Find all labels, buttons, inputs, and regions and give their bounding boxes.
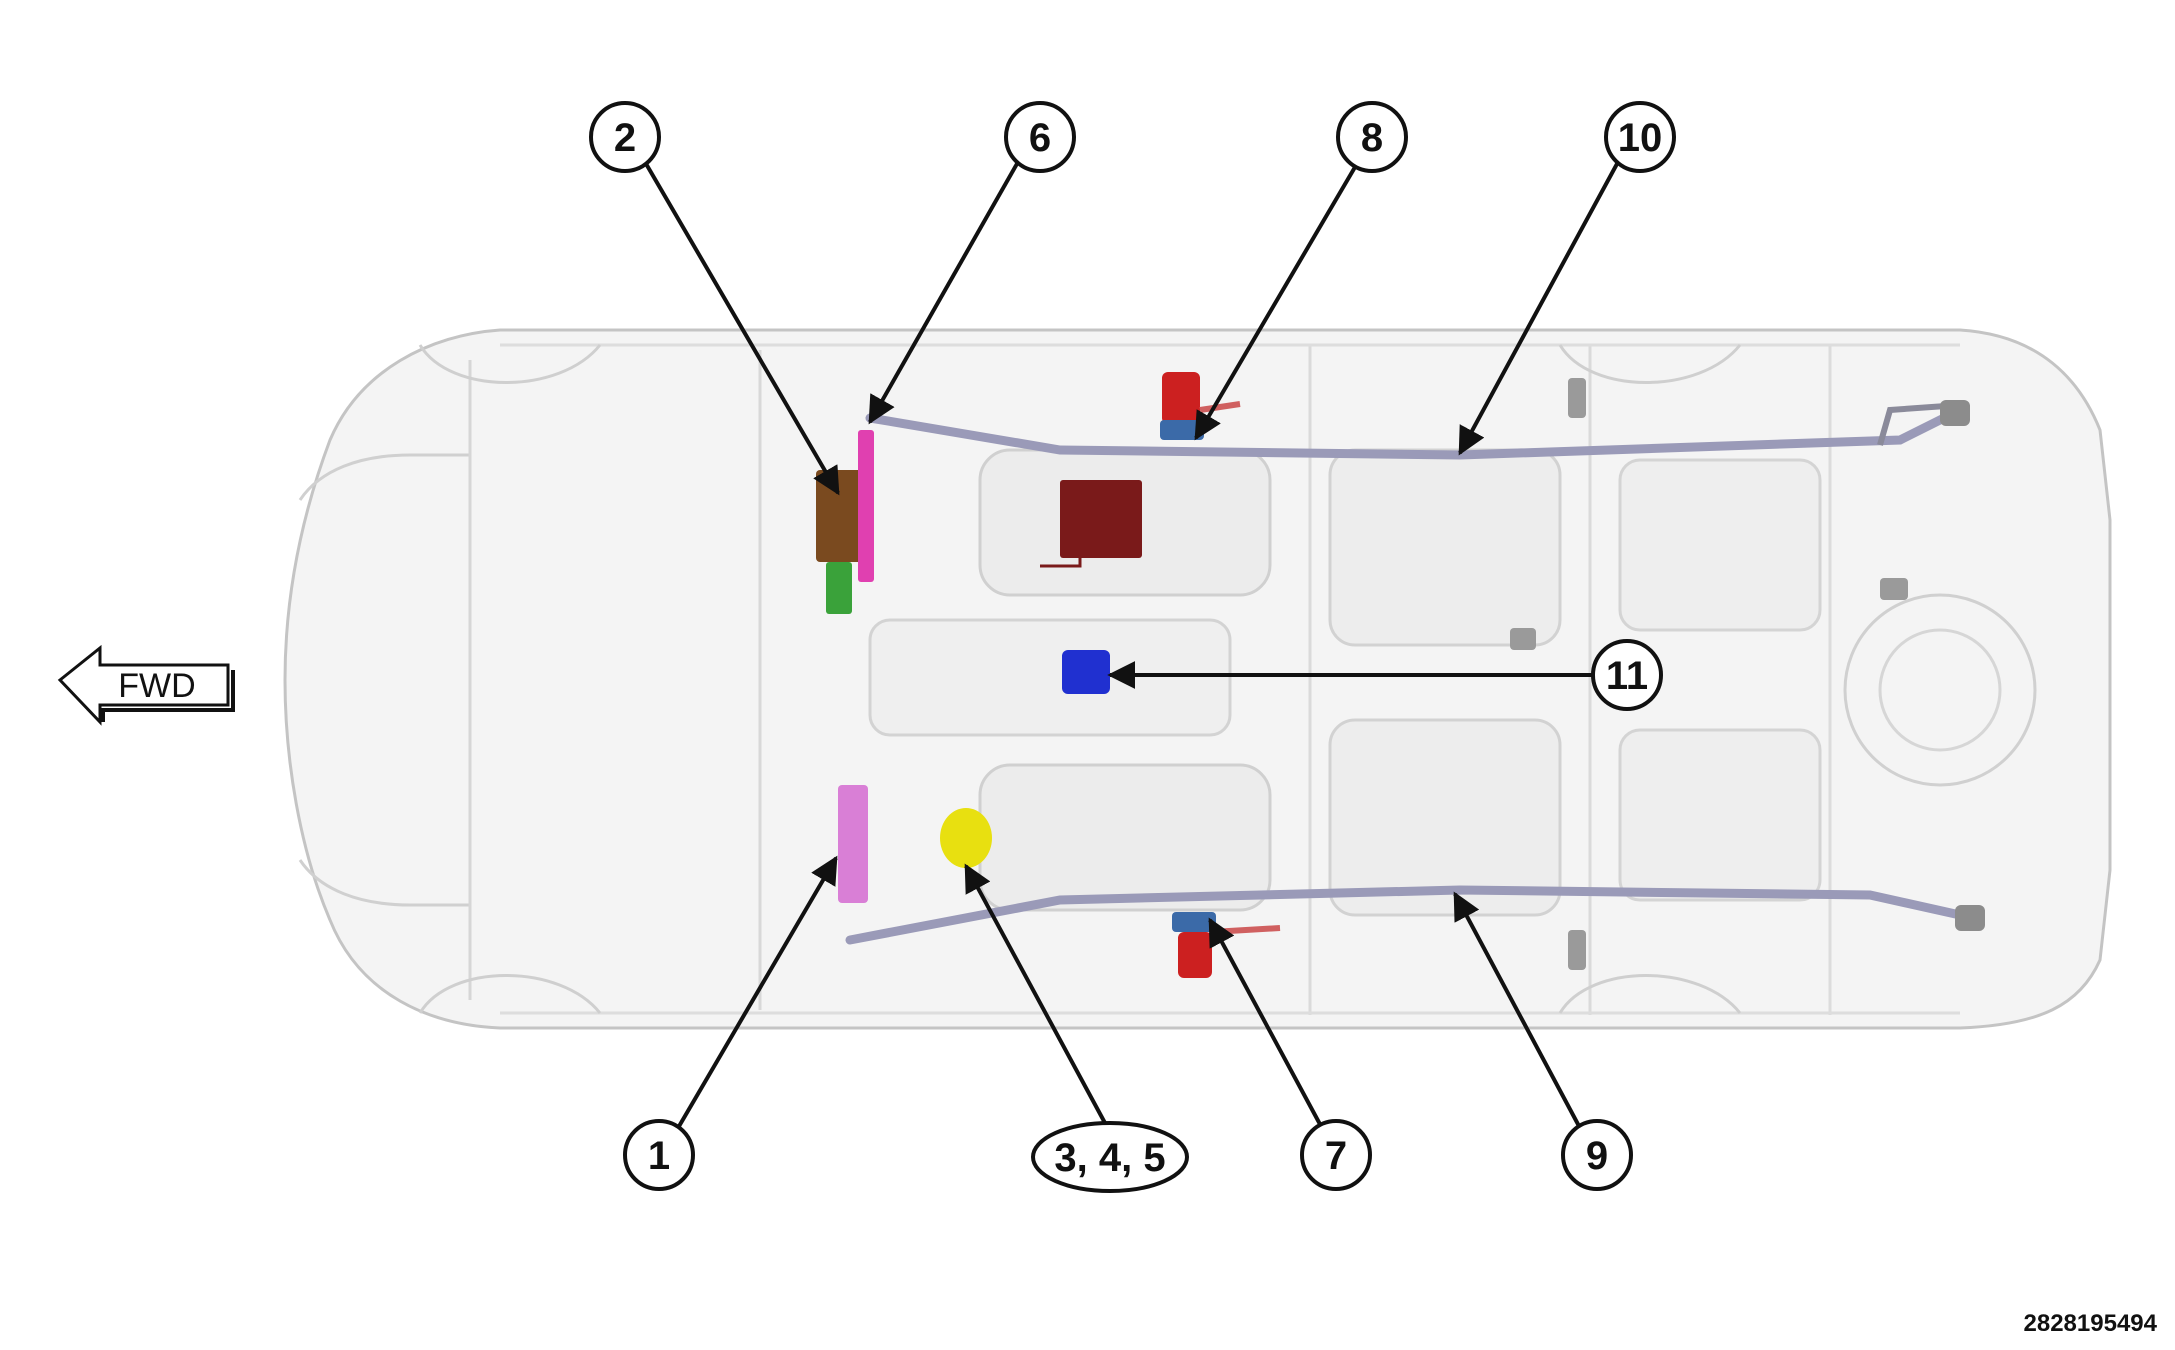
module-2-connector [826,562,852,614]
module-2 [816,470,864,562]
center-module [1060,480,1142,558]
svg-text:8: 8 [1361,116,1383,160]
leader-6 [868,161,1020,425]
svg-text:11: 11 [1606,654,1648,698]
callout-345: 3, 4, 5 [1031,1121,1189,1193]
svg-text:6: 6 [1029,116,1051,160]
callout-6: 6 [1004,101,1076,173]
svg-text:10: 10 [1618,116,1663,160]
leader-10 [1458,161,1620,456]
module-1 [838,785,868,903]
forward-direction-arrow: FWD [57,644,235,726]
callout-11: 11 [1591,639,1663,711]
figure-id: 2828195494 [2023,1310,2157,1337]
callout-2: 2 [589,101,661,173]
svg-text:9: 9 [1586,1134,1608,1178]
svg-text:3, 4, 5: 3, 4, 5 [1054,1136,1165,1180]
rear-belt-anchors [1510,378,1908,970]
module-8 [1160,372,1241,440]
svg-text:1: 1 [648,1134,670,1178]
fwd-label: FWD [118,667,195,705]
leader-2 [643,160,840,496]
callout-leaders [643,160,1620,1130]
svg-text:2: 2 [614,116,636,160]
module-11 [1062,650,1110,694]
vehicle-body-outline [283,328,2112,1030]
module-345 [940,808,992,868]
callout-7: 7 [1300,1119,1372,1191]
callout-9: 9 [1561,1119,1633,1191]
leader-7 [1208,917,1324,1129]
leader-345 [964,863,1107,1124]
callout-1: 1 [623,1119,695,1191]
leader-8 [1194,160,1360,441]
svg-text:7: 7 [1325,1134,1347,1178]
callout-10: 10 [1604,101,1676,173]
module-6 [858,430,874,582]
leader-9 [1453,891,1582,1129]
callout-8: 8 [1336,101,1408,173]
leader-1 [676,855,838,1130]
